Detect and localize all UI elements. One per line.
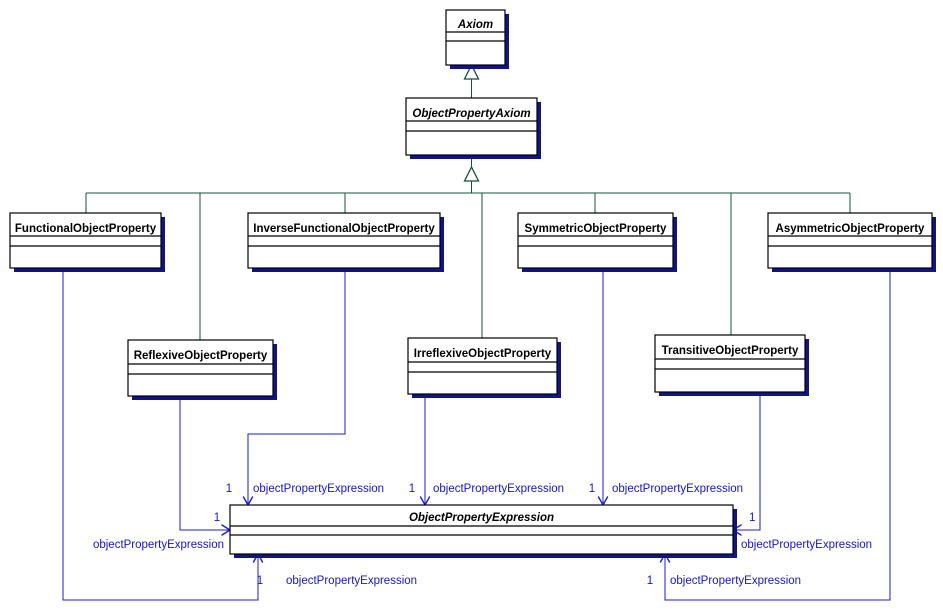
class-frame-symmetric	[517, 212, 674, 269]
association-role-inversefunctional: objectPropertyExpression	[253, 483, 384, 495]
association-multiplicity-functional: 1	[257, 575, 263, 587]
association-role-reflexive: objectPropertyExpression	[93, 539, 224, 551]
association-edge-functional-ope	[62, 268, 259, 601]
association-role-functional: objectPropertyExpression	[286, 575, 417, 587]
class-frame-asymmetric	[767, 212, 933, 269]
class-name-reflexive-object-property: ReflexiveObjectProperty	[134, 350, 268, 362]
class-box-asymmetric-object-property[interactable]: AsymmetricObjectProperty	[767, 212, 936, 272]
association-edge-transitive-ope	[733, 392, 761, 531]
association-multiplicity-irreflexive: 1	[409, 483, 415, 495]
class-box-symmetric-object-property[interactable]: SymmetricObjectProperty	[517, 212, 677, 272]
association-edge-inversefunctional-ope	[247, 268, 346, 505]
class-box-object-property-expression[interactable]: ObjectPropertyExpression	[229, 504, 737, 558]
class-box-functional-object-property[interactable]: FunctionalObjectProperty	[9, 212, 165, 272]
association-multiplicity-transitive: 1	[749, 512, 755, 524]
association-edges	[62, 268, 891, 601]
class-box-inverse-functional-object-property[interactable]: InverseFunctionalObjectProperty	[247, 212, 444, 272]
association-edge-asymmetric-ope	[664, 268, 891, 601]
class-box-reflexive-object-property[interactable]: ReflexiveObjectProperty	[127, 339, 277, 400]
class-name-axiom: Axiom	[457, 19, 493, 31]
association-role-symmetric: objectPropertyExpression	[612, 483, 743, 495]
class-name-object-property-expression: ObjectPropertyExpression	[409, 512, 554, 524]
class-name-functional-object-property: FunctionalObjectProperty	[15, 223, 157, 235]
class-frame-opa	[405, 97, 538, 156]
class-frame-irreflexive	[407, 337, 558, 395]
generalization-arrowheads	[463, 63, 480, 182]
class-name-transitive-object-property: TransitiveObjectProperty	[662, 345, 799, 357]
association-role-transitive: objectPropertyExpression	[741, 539, 872, 551]
class-box-transitive-object-property[interactable]: TransitiveObjectProperty	[654, 334, 809, 396]
class-name-symmetric-object-property: SymmetricObjectProperty	[525, 223, 667, 235]
class-name-asymmetric-object-property: AsymmetricObjectProperty	[776, 223, 926, 235]
class-frame-axiom	[445, 9, 506, 66]
class-name-inverse-functional-object-property: InverseFunctionalObjectProperty	[253, 223, 435, 235]
class-name-irreflexive-object-property: IrreflexiveObjectProperty	[414, 348, 552, 360]
association-role-irreflexive: objectPropertyExpression	[433, 483, 564, 495]
class-box-irreflexive-object-property[interactable]: IrreflexiveObjectProperty	[407, 337, 561, 398]
association-edge-reflexive-ope	[179, 396, 230, 531]
class-name-object-property-axiom: ObjectPropertyAxiom	[412, 108, 530, 120]
generalization-arrowhead-axiom	[463, 63, 480, 80]
class-box-axiom[interactable]: Axiom	[445, 9, 509, 69]
association-multiplicity-inversefunctional: 1	[226, 483, 232, 495]
association-role-asymmetric: objectPropertyExpression	[670, 575, 801, 587]
class-frame-inversefunctional	[247, 212, 441, 269]
class-frame-functional	[9, 212, 162, 269]
class-frame-transitive	[654, 334, 806, 393]
class-frame-ope	[229, 504, 734, 555]
association-multiplicity-asymmetric: 1	[647, 575, 653, 587]
class-box-object-property-axiom[interactable]: ObjectPropertyAxiom	[405, 97, 541, 159]
association-multiplicity-reflexive: 1	[214, 512, 220, 524]
class-frame-reflexive	[127, 339, 274, 397]
generalization-arrowhead-opa	[463, 165, 480, 182]
association-multiplicity-symmetric: 1	[589, 483, 595, 495]
